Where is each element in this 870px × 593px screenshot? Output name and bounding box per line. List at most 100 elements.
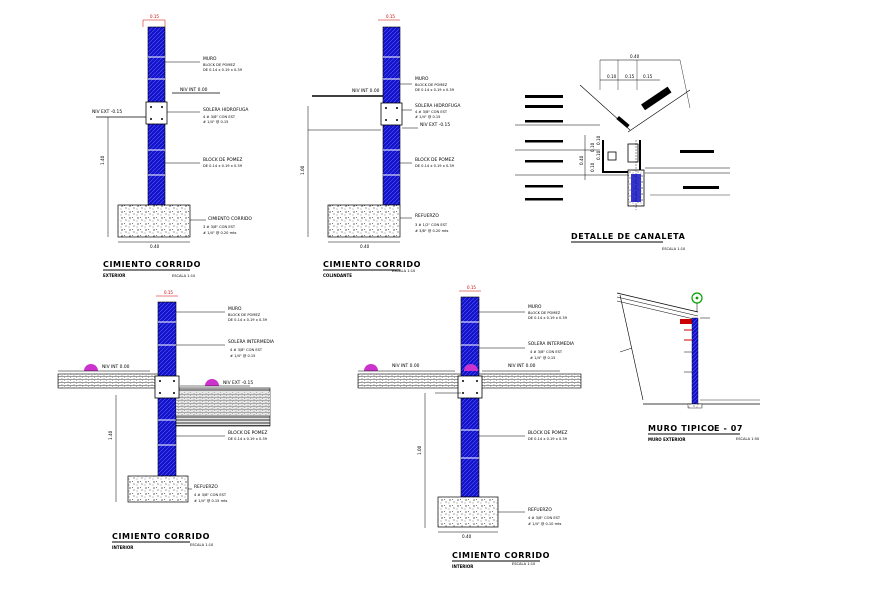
svg-text:DE 0.14 x 0.19 x 0.39: DE 0.14 x 0.19 x 0.39	[415, 164, 455, 168]
block-label: BLOCK DE POMEZ	[528, 430, 567, 436]
detail-scale: ESCALA 1:10	[512, 562, 536, 566]
detail-scale: ESCALA 1:10	[190, 543, 214, 547]
svg-text:DE 0.14 x 0.19 x 0.39: DE 0.14 x 0.19 x 0.39	[415, 88, 455, 92]
detail-subtitle: EXTERIOR	[103, 273, 125, 278]
block-label: BLOCK DE POMEZ	[415, 157, 454, 163]
level-marker-icon	[205, 379, 219, 386]
solera-label: SOLERA INTERMEDIA	[228, 339, 274, 345]
refuerzo-label: REFUERZO	[194, 484, 218, 490]
muro-label: MURO	[228, 306, 242, 312]
detail-scale: ESCALA 1:10	[172, 274, 196, 278]
refuerzo-label: REFUERZO	[528, 507, 552, 513]
svg-text:# 1/4" @ 0.20 mts: # 1/4" @ 0.20 mts	[203, 231, 237, 235]
svg-text:# 1/4" @ 0.10 mts: # 1/4" @ 0.10 mts	[528, 522, 562, 526]
level-marker-icon	[464, 364, 478, 371]
height-dimension: 1.00	[417, 445, 422, 455]
svg-text:# 1/4" @ 0.15: # 1/4" @ 0.15	[530, 356, 555, 360]
floor-slab-left	[357, 373, 462, 389]
height-dimension: 1.00	[300, 165, 305, 175]
detail-cimiento-interior-2: 0.15 NIV INT 0.00 NIV INT 0.00 1.00 0.40…	[357, 285, 582, 569]
nv-ext-label: NIV EXT -0.15	[223, 380, 253, 386]
detail-muro-tipico: MURO TIPICO E - 07 MURO EXTERIOR ESCALA …	[616, 292, 760, 442]
base-dimension: 0.40	[150, 244, 160, 249]
refuerzo-label: REFUERZO	[415, 213, 439, 219]
top-dimension: 0.15	[467, 285, 476, 290]
detail-ref: E - 07	[714, 424, 743, 433]
block-wall	[691, 317, 699, 405]
svg-text:0.40: 0.40	[630, 54, 640, 59]
svg-text:4 # 3/8" CON EST: 4 # 3/8" CON EST	[530, 350, 563, 354]
svg-text:0.10: 0.10	[596, 150, 601, 160]
solera-label: SOLERA HIDROFUGA	[415, 103, 460, 109]
nv-ext-label: NIV EXT -0.15	[420, 122, 450, 128]
nv-int-label: NIV INT 0.00	[102, 364, 130, 370]
solera-label: SOLERA HIDROFUGA	[203, 107, 248, 113]
detail-cimiento-colindante: 0.15 0.40 NIV INT 0.00 1.00 MURO BLOCK D…	[300, 14, 460, 278]
nv-ext-label: NIV EXT -0.15	[92, 109, 122, 115]
svg-text:DE 0.14 x 0.19 x 0.39: DE 0.14 x 0.19 x 0.39	[203, 68, 243, 72]
svg-text:DE 0.14 x 0.19 x 0.39: DE 0.14 x 0.19 x 0.39	[228, 437, 268, 441]
detail-subtitle: MURO EXTERIOR	[648, 437, 685, 442]
svg-text:DE 0.14 x 0.19 x 0.39: DE 0.14 x 0.19 x 0.39	[203, 164, 243, 168]
svg-text:0.10: 0.10	[590, 142, 595, 152]
svg-text:BLOCK DE POMEZ: BLOCK DE POMEZ	[203, 63, 236, 67]
height-dimension: 1.40	[108, 430, 113, 440]
detail-title: MURO TIPICO	[648, 424, 715, 433]
solera-beam	[457, 375, 483, 399]
solera-beam	[154, 375, 180, 399]
svg-text:4 # 3/8" CON EST: 4 # 3/8" CON EST	[415, 110, 448, 114]
floor-slab-right	[478, 373, 582, 389]
svg-text:# 1/4" @ 0.15: # 1/4" @ 0.15	[415, 115, 440, 119]
detail-scale: ESCALA 1:10	[392, 269, 416, 273]
detail-subtitle: INTERIOR	[112, 545, 133, 550]
detail-canaleta: 0.40 0.10 0.15 0.15 0.40 0.10 0.10 0.10 …	[515, 54, 730, 251]
muro-label: MURO	[203, 56, 217, 62]
detail-title: DETALLE DE CANALETA	[571, 232, 686, 241]
base-dimension: 0.40	[360, 244, 370, 249]
detail-subtitle: INTERIOR	[452, 564, 473, 569]
svg-text:4 # 3/8" CON EST: 4 # 3/8" CON EST	[528, 516, 561, 520]
detail-subtitle: COLINDANTE	[323, 273, 352, 278]
nv-int-left-label: NIV INT 0.00	[392, 363, 420, 369]
footing	[127, 475, 189, 503]
solera-beam	[380, 102, 403, 126]
svg-text:3 # 3/8" CON EST: 3 # 3/8" CON EST	[203, 225, 236, 229]
nv-int-right-label: NIV INT 0.00	[508, 363, 536, 369]
svg-text:0.15: 0.15	[643, 74, 653, 79]
solera-label: SOLERA INTERMEDIA	[528, 341, 574, 347]
nv-int-label: NIV INT 0.00	[352, 88, 380, 94]
svg-text:BLOCK DE POMEZ: BLOCK DE POMEZ	[228, 313, 261, 317]
nv-int-label: NIV INT 0.00	[180, 87, 208, 93]
footing	[327, 204, 401, 238]
detail-title: CIMIENTO CORRIDO	[323, 260, 421, 269]
svg-text:0.40: 0.40	[579, 155, 584, 165]
svg-text:# 1/4" @ 0.15: # 1/4" @ 0.15	[230, 354, 255, 358]
footing	[117, 204, 191, 238]
muro-label: MURO	[415, 76, 429, 82]
footing	[437, 496, 499, 528]
svg-text:0.10: 0.10	[590, 162, 595, 172]
detail-scale: ESCALA 1:50	[736, 437, 760, 441]
block-label: BLOCK DE POMEZ	[203, 157, 242, 163]
svg-text:3 # 1/2" CON EST: 3 # 1/2" CON EST	[415, 223, 448, 227]
svg-text:# 3/8" @ 0.20 mts: # 3/8" @ 0.20 mts	[415, 229, 449, 233]
muro-label: MURO	[528, 304, 542, 310]
cimiento-label: CIMIENTO CORRIDO	[208, 216, 252, 222]
detail-cimiento-exterior: 0.15 0.40 NIV INT 0.00 NIV EXT -0.15 1.4…	[92, 14, 252, 278]
detail-title: CIMIENTO CORRIDO	[112, 532, 210, 541]
detail-title: CIMIENTO CORRIDO	[452, 551, 550, 560]
svg-text:BLOCK DE POMEZ: BLOCK DE POMEZ	[528, 311, 561, 315]
solera-beam	[145, 101, 168, 125]
svg-text:0.15: 0.15	[625, 74, 635, 79]
svg-text:DE 0.14 x 0.19 x 0.39: DE 0.14 x 0.19 x 0.39	[528, 437, 568, 441]
svg-text:0.10: 0.10	[596, 135, 601, 145]
detail-title: CIMIENTO CORRIDO	[103, 260, 201, 269]
top-dimension: 0.15	[164, 290, 173, 295]
svg-text:4 # 3/8" CON EST: 4 # 3/8" CON EST	[230, 348, 263, 352]
svg-text:BLOCK DE POMEZ: BLOCK DE POMEZ	[415, 83, 448, 87]
detail-cimiento-interior-1: 0.15 NIV INT 0.00 NIV EXT -0.15 1.40 MUR…	[57, 290, 274, 550]
top-dimension: 0.15	[150, 14, 159, 19]
floor-slab-left	[57, 373, 159, 389]
base-dimension: 0.40	[462, 534, 472, 539]
